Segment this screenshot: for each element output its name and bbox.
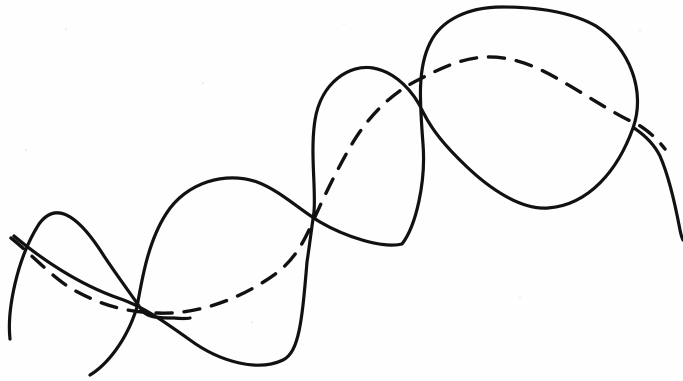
speck (202, 82, 204, 84)
speck (343, 23, 345, 25)
speck (251, 321, 253, 323)
speck (65, 28, 67, 30)
speck (639, 29, 641, 31)
speck (519, 297, 521, 299)
speck (25, 149, 27, 151)
